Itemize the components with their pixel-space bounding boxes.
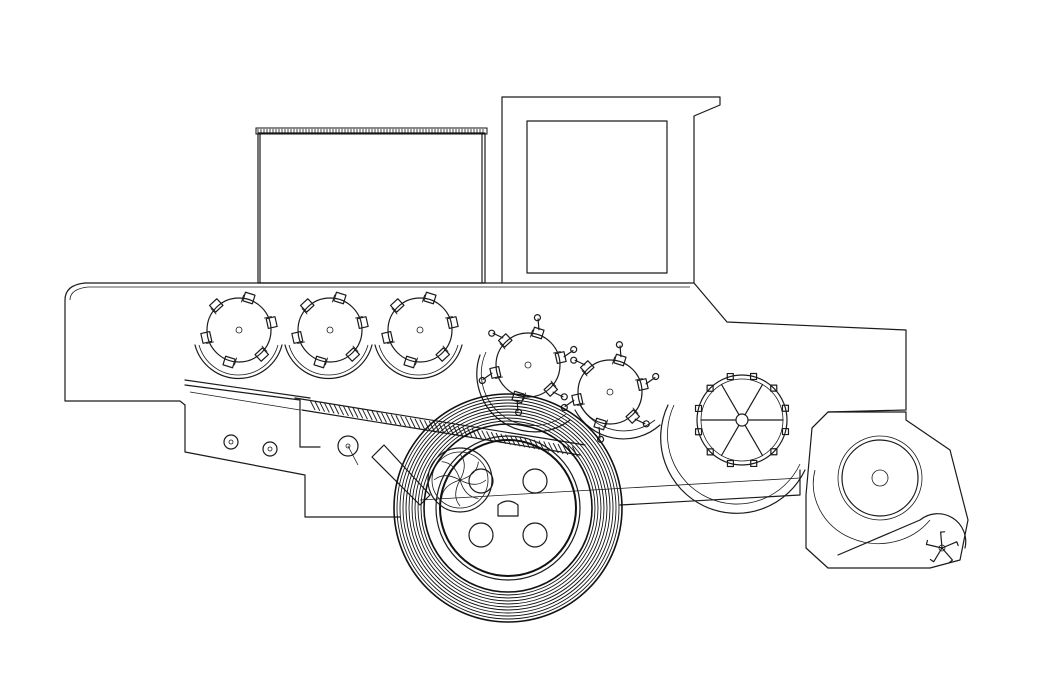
rotor-tooth <box>291 330 306 345</box>
spreader-blade <box>940 531 946 549</box>
rotor-tooth <box>570 356 595 377</box>
rotor-tooth <box>611 341 627 367</box>
beater-paddle <box>694 428 703 436</box>
beater-paddle <box>781 427 790 436</box>
beater-spoke <box>744 383 764 416</box>
grain-tank-rim-hatch <box>257 129 484 134</box>
beater-paddle <box>694 404 703 413</box>
hub-bolt-hole <box>522 522 548 548</box>
rotor-tooth <box>421 291 437 305</box>
rotor-tooth <box>593 417 609 443</box>
beater-paddle <box>726 372 734 381</box>
beater-paddle <box>770 384 778 392</box>
rotor-2 <box>291 291 369 369</box>
rear-spreader <box>925 531 959 564</box>
threshing-rotors <box>200 291 459 369</box>
beater-spoke <box>744 424 764 457</box>
rotor-tooth <box>625 407 650 428</box>
rotor-tooth <box>299 298 315 315</box>
rotor-5 <box>560 341 660 443</box>
rotor-tooth <box>354 315 369 330</box>
beater-paddle <box>750 459 758 468</box>
beater-spoke <box>720 383 740 416</box>
rotor-tooth <box>345 345 361 362</box>
separating-rotors <box>478 314 660 443</box>
rotor-tooth <box>543 380 568 401</box>
rotor-tooth <box>313 355 329 369</box>
rotor-tooth <box>222 355 238 369</box>
operator-cab <box>501 96 721 284</box>
rotor-tooth <box>200 330 215 345</box>
spreader-blade <box>925 539 943 549</box>
rotor-tooth <box>403 355 419 369</box>
beater-spoke <box>720 424 740 457</box>
rotor-tooth <box>240 291 256 305</box>
machine-body <box>64 282 907 518</box>
beater-paddle <box>749 372 758 381</box>
rotor-tooth <box>634 372 660 392</box>
sieve-arm <box>371 444 431 506</box>
rotor-3 <box>381 291 459 369</box>
cleaning-fan <box>427 447 493 513</box>
beater-paddle <box>726 459 735 468</box>
small-pulleys <box>223 434 359 466</box>
hub-bolt-hole <box>468 468 494 494</box>
rotor-tooth <box>444 315 459 330</box>
concave-arcs <box>194 344 463 380</box>
spreader-blade <box>929 547 943 563</box>
rotor-tooth <box>254 345 270 362</box>
rotor-tooth <box>381 330 396 345</box>
grain-tank-rim <box>255 127 488 135</box>
auger-flights <box>309 399 578 457</box>
rotor-tooth <box>435 345 451 362</box>
main-drive-wheel <box>393 393 623 623</box>
beater-paddle <box>770 448 778 456</box>
grain-tank <box>255 127 488 284</box>
rotor-tooth <box>263 315 278 330</box>
hub-bolt-hole <box>468 522 494 548</box>
beater-wheel <box>694 372 790 468</box>
rotor-tooth <box>331 291 347 305</box>
beater-paddle <box>781 404 790 412</box>
hub-bolt-hole <box>522 468 548 494</box>
rotor-1 <box>200 291 278 369</box>
rotor-tooth <box>552 345 578 365</box>
rotor-tooth <box>208 298 224 315</box>
rotor-tooth <box>560 392 586 412</box>
conveyor-auger <box>184 379 586 457</box>
spreader-blade <box>941 541 959 549</box>
rotor-tooth <box>389 298 405 315</box>
beater-housing <box>660 404 806 514</box>
beater-paddle <box>706 448 714 456</box>
rear-spreader-housing <box>805 411 969 569</box>
spreader-blade <box>941 547 954 564</box>
wheel-hub <box>497 500 519 517</box>
beater-paddle <box>706 384 714 392</box>
rotor-tooth <box>488 329 513 350</box>
cab-window <box>526 120 668 274</box>
rotor-tooth <box>529 314 545 340</box>
